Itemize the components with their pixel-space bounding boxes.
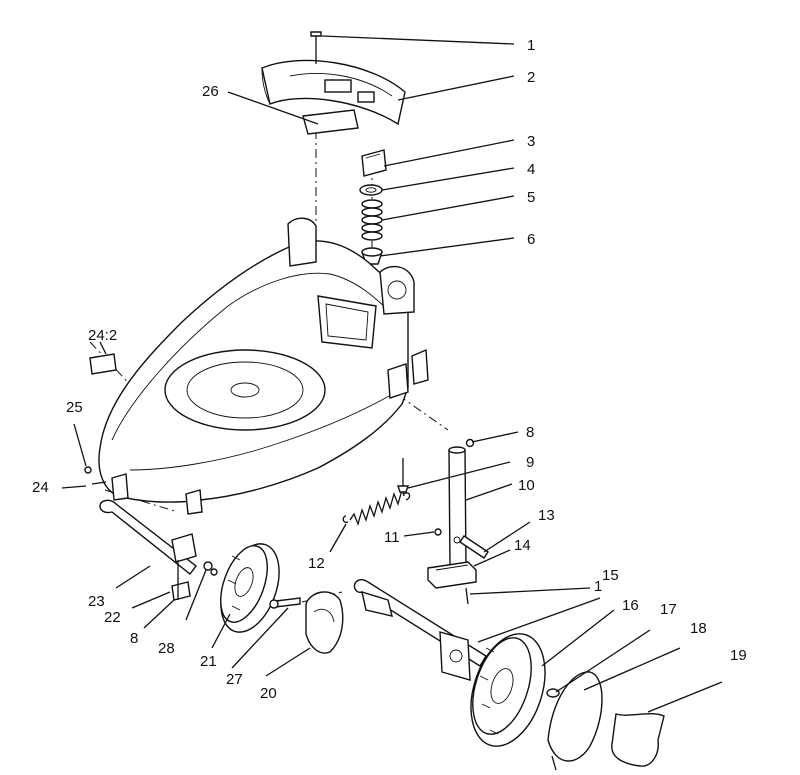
hubcap-18-part — [547, 671, 603, 771]
washer-part — [359, 184, 383, 196]
callout-27: 27 — [226, 671, 243, 688]
callout-23: 23 — [88, 593, 105, 610]
callout-11: 11 — [384, 529, 400, 546]
screw-25-part — [84, 466, 92, 474]
callout-labels: 1 2 3 4 5 6 8 9 10 11 12 13 14 1 15 16 1… — [32, 37, 747, 702]
decal-part — [89, 353, 117, 375]
bolt-13-part — [459, 535, 489, 559]
callout-14: 14 — [514, 537, 531, 554]
callout-24-2: 24:2 — [88, 327, 117, 344]
callout-18: 18 — [690, 620, 707, 637]
wheel-bolt-part — [269, 597, 301, 609]
callout-19: 19 — [730, 647, 747, 664]
callout-1-rear: 1 — [594, 578, 602, 595]
callout-20: 20 — [260, 685, 277, 702]
nut-24-part — [91, 481, 107, 485]
callout-28: 28 — [158, 640, 175, 657]
label-26-part — [302, 109, 359, 135]
callout-12: 12 — [308, 555, 325, 572]
nut-17-part — [546, 688, 560, 698]
rear-wheel-part — [470, 633, 546, 747]
callout-10: 10 — [518, 477, 535, 494]
hubcap-20-part — [305, 591, 344, 654]
mower-deck-part — [98, 217, 429, 515]
leader-lines — [61, 35, 723, 713]
washer-28-part — [203, 561, 218, 576]
callout-21: 21 — [200, 653, 217, 670]
front-axle-part — [99, 499, 197, 575]
callout-9: 9 — [526, 454, 534, 471]
screw-part — [310, 31, 322, 64]
callout-5: 5 — [527, 189, 535, 206]
decal-19-part — [611, 713, 665, 767]
height-spring-part — [342, 487, 411, 527]
cap-part — [361, 149, 387, 177]
bolt-9-part — [397, 458, 409, 493]
callout-17: 17 — [660, 601, 677, 618]
callout-22: 22 — [104, 609, 121, 626]
callout-13: 13 — [538, 507, 555, 524]
callout-25: 25 — [66, 399, 83, 416]
callout-3: 3 — [527, 133, 535, 150]
callout-26: 26 — [202, 83, 219, 100]
bracket-22-part — [171, 560, 191, 601]
washer-11-part — [434, 528, 442, 536]
callout-24: 24 — [32, 479, 49, 496]
axle-bracket-part — [171, 533, 197, 563]
callout-2: 2 — [527, 69, 535, 86]
callout-1: 1 — [527, 37, 535, 54]
callout-4: 4 — [527, 161, 535, 178]
bracket-14-part — [427, 561, 477, 605]
rear-tube-part — [448, 446, 467, 569]
callout-8: 8 — [526, 424, 534, 441]
callout-8-front: 8 — [130, 630, 138, 647]
front-wheel-part — [220, 543, 280, 633]
callout-15: 15 — [602, 567, 619, 584]
callout-6: 6 — [527, 231, 535, 248]
spring-part — [361, 199, 383, 241]
handle-panel-part — [261, 59, 406, 126]
callout-16: 16 — [622, 597, 639, 614]
nut-8-part — [465, 438, 475, 448]
rear-axle-part — [353, 579, 487, 681]
